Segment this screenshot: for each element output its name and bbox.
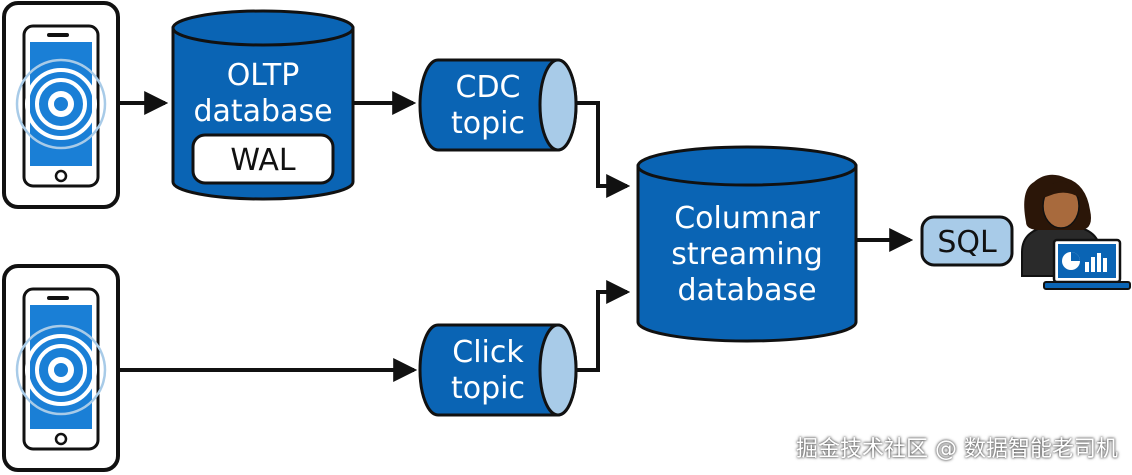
click-topic-line2: topic [451,371,525,406]
cdc-topic-line1: CDC [456,70,521,105]
flow-arrows [120,91,914,382]
sql-label: SQL [937,225,997,260]
watermark-text: 掘金技术社区 @ 数据智能老司机 [796,437,1118,462]
oltp-database-cylinder: OLTP database WAL [171,9,355,201]
columnar-label-line3: database [677,273,816,308]
oltp-label-line1: OLTP [227,58,300,93]
wal-label: WAL [230,143,296,178]
mobile-phone-icon-top [2,1,120,209]
laptop-dashboard-icon [1043,238,1131,290]
oltp-label-line2: database [193,94,332,129]
signal-rings-icon [15,58,107,150]
cdc-topic-queue: CDC topic [418,58,578,152]
wal-box [191,133,335,185]
mobile-phone-icon-bottom [2,264,120,472]
click-topic-queue: Click topic [418,323,578,417]
columnar-label-line2: streaming [671,237,823,272]
columnar-label-line1: Columnar [674,201,820,236]
signal-rings-icon [15,324,107,416]
arrow-cdc-to-columnar [576,101,631,198]
click-topic-line1: Click [452,335,524,370]
sql-query-box: SQL [920,215,1014,267]
analyst-user-icon [1021,174,1131,290]
columnar-streaming-database-cylinder: Columnar streaming database [636,145,858,343]
arrow-click-to-columnar [576,280,631,372]
cdc-topic-line2: topic [451,106,525,141]
